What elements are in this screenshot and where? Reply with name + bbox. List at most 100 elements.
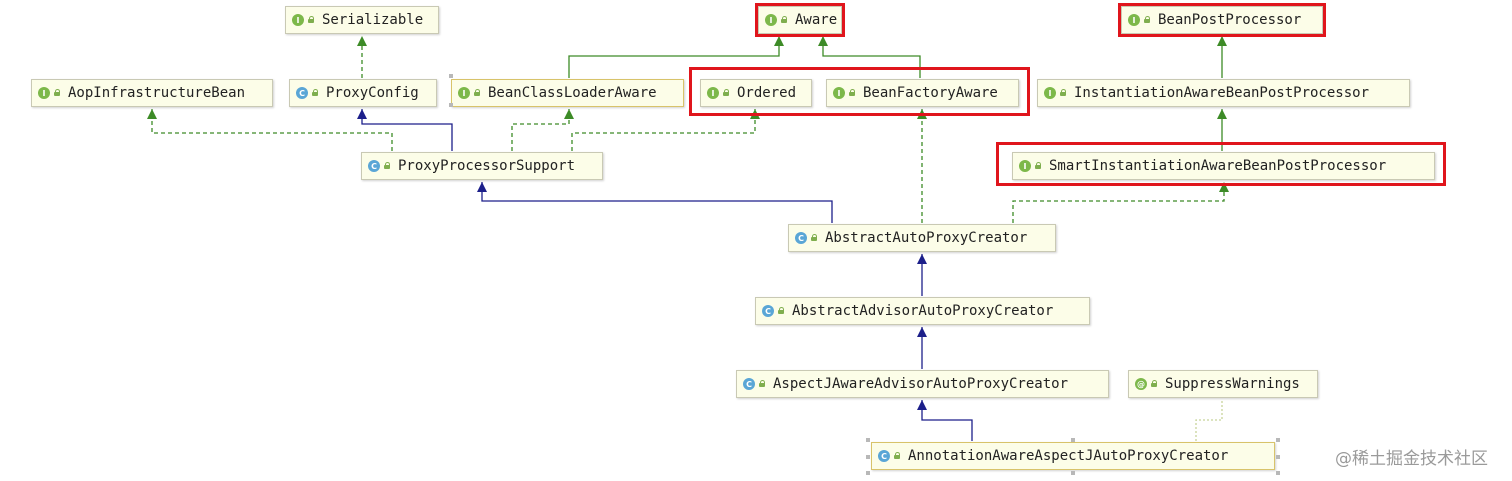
selection-handle[interactable]: [449, 103, 453, 107]
arrowhead: [750, 109, 760, 119]
node-label: Ordered: [737, 85, 797, 101]
node-proxyconfig[interactable]: C ProxyConfig: [289, 79, 437, 107]
node-label: AbstractAdvisorAutoProxyCreator: [792, 303, 1054, 319]
node-abstractadvisorautoproxycreator[interactable]: C AbstractAdvisorAutoProxyCreator: [755, 297, 1090, 325]
arrowhead: [774, 36, 784, 46]
public-lock-icon: [758, 380, 766, 388]
selection-handle[interactable]: [1071, 438, 1075, 442]
node-suppresswarnings[interactable]: @ SuppressWarnings: [1128, 370, 1318, 398]
node-label: InstantiationAwareBeanPostProcessor: [1074, 85, 1370, 101]
node-smartinstantiationawarebeanpostprocessor[interactable]: I SmartInstantiationAwareBeanPostProcess…: [1012, 152, 1435, 180]
selection-handle[interactable]: [449, 74, 453, 78]
public-lock-icon: [777, 307, 785, 315]
arrowhead: [917, 254, 927, 264]
edge-beanclassloaderaware-aware: [568, 36, 780, 78]
interface-icon: I: [292, 14, 304, 26]
node-proxyprocessorsupport[interactable]: C ProxyProcessorSupport: [361, 152, 603, 180]
node-label: BeanPostProcessor: [1158, 12, 1302, 28]
node-label: Serializable: [322, 12, 424, 28]
node-label: BeanFactoryAware: [863, 85, 998, 101]
edge-pps-beanclassloaderaware: [511, 109, 570, 151]
edge-aapc-smart: [1012, 182, 1225, 223]
node-instantiationawarebeanpostprocessor[interactable]: I InstantiationAwareBeanPostProcessor: [1037, 79, 1410, 107]
annotation-icon: @: [1135, 378, 1147, 390]
class-icon: C: [743, 378, 755, 390]
arrowhead: [1217, 36, 1227, 46]
public-lock-icon: [810, 234, 818, 242]
arrowhead: [917, 327, 927, 337]
interface-icon: I: [1044, 87, 1056, 99]
public-lock-icon: [307, 16, 315, 24]
selection-handle[interactable]: [866, 471, 870, 475]
node-label: SmartInstantiationAwareBeanPostProcessor: [1049, 158, 1387, 174]
node-aware[interactable]: I Aware: [758, 6, 842, 34]
class-icon: C: [368, 160, 380, 172]
arrowhead: [564, 109, 574, 119]
edge-annotation-aspectj: [921, 400, 973, 441]
arrowhead: [917, 400, 927, 410]
class-icon: C: [878, 450, 890, 462]
node-label: AnnotationAwareAspectJAutoProxyCreator: [908, 448, 1229, 464]
selection-handle[interactable]: [866, 455, 870, 459]
public-lock-icon: [722, 89, 730, 97]
node-label: AopInfrastructureBean: [68, 85, 246, 101]
interface-icon: I: [833, 87, 845, 99]
public-lock-icon: [311, 89, 319, 97]
selection-handle[interactable]: [866, 438, 870, 442]
class-icon: C: [296, 87, 308, 99]
public-lock-icon: [383, 162, 391, 170]
arrowhead: [477, 182, 487, 192]
node-aspectjawareadvisorautoproxycreator[interactable]: C AspectJAwareAdvisorAutoProxyCreator: [736, 370, 1109, 398]
arrowhead: [147, 109, 157, 119]
public-lock-icon: [1150, 380, 1158, 388]
selection-handle[interactable]: [1276, 471, 1280, 475]
edge-pps-proxyconfig: [361, 109, 453, 151]
edge-pps-ordered: [571, 109, 756, 151]
arrowhead: [1217, 109, 1227, 119]
class-icon: C: [762, 305, 774, 317]
node-label: SuppressWarnings: [1165, 376, 1300, 392]
interface-icon: I: [458, 87, 470, 99]
interface-icon: I: [38, 87, 50, 99]
node-label: BeanClassLoaderAware: [488, 85, 657, 101]
arrowhead: [357, 36, 367, 46]
interface-icon: I: [707, 87, 719, 99]
public-lock-icon: [53, 89, 61, 97]
public-lock-icon: [1034, 162, 1042, 170]
public-lock-icon: [848, 89, 856, 97]
interface-icon: I: [1019, 160, 1031, 172]
selection-handle[interactable]: [1071, 471, 1075, 475]
node-label: Aware: [795, 12, 838, 28]
interface-icon: I: [765, 14, 777, 26]
arrowhead: [357, 109, 367, 119]
edge-pps-aopinfrastructurebean: [151, 109, 393, 151]
public-lock-icon: [473, 89, 481, 97]
arrowhead: [917, 109, 927, 119]
class-icon: C: [795, 232, 807, 244]
node-ordered[interactable]: I Ordered: [700, 79, 812, 107]
node-beanfactoryaware[interactable]: I BeanFactoryAware: [826, 79, 1019, 107]
arrowhead: [1219, 182, 1229, 192]
node-serializable[interactable]: I Serializable: [285, 6, 439, 34]
public-lock-icon: [1059, 89, 1067, 97]
node-label: ProxyConfig: [326, 85, 419, 101]
node-beanclassloaderaware[interactable]: I BeanClassLoaderAware: [451, 79, 684, 107]
watermark: @稀土掘金技术社区: [1335, 449, 1488, 469]
node-annotationawareaspectjautoproxycreator[interactable]: C AnnotationAwareAspectJAutoProxyCreator: [871, 442, 1275, 470]
public-lock-icon: [780, 16, 788, 24]
arrowhead: [818, 36, 828, 46]
node-label: ProxyProcessorSupport: [398, 158, 576, 174]
interface-icon: I: [1128, 14, 1140, 26]
selection-handle[interactable]: [1276, 455, 1280, 459]
edge-beanfactoryaware-aware: [822, 36, 921, 78]
public-lock-icon: [1143, 16, 1151, 24]
selection-handle[interactable]: [1276, 438, 1280, 442]
node-beanpostprocessor[interactable]: I BeanPostProcessor: [1121, 6, 1323, 34]
node-aopinfrastructurebean[interactable]: I AopInfrastructureBean: [31, 79, 273, 107]
node-abstractautoproxycreator[interactable]: C AbstractAutoProxyCreator: [788, 224, 1056, 252]
public-lock-icon: [893, 452, 901, 460]
edge-aapc-pps: [481, 182, 833, 223]
edge-annotation-suppresswarnings: [1195, 400, 1223, 441]
